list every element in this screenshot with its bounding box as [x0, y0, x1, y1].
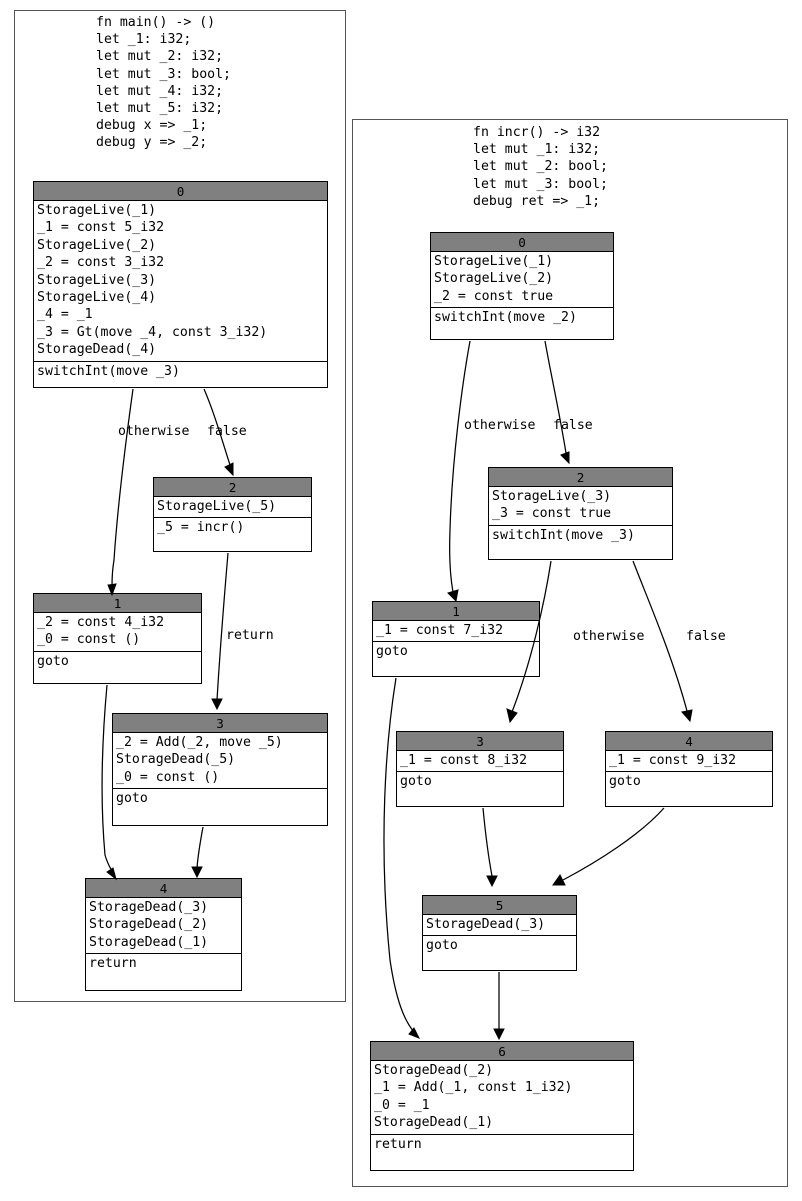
- edge-main-1-4: [101, 684, 113, 872]
- block-incr-3-statements: _1 = const 8_i32: [400, 753, 528, 768]
- arrowhead-incr-2-3: [506, 708, 518, 724]
- arrowhead-main-2-3: [211, 698, 223, 711]
- block-main-4[interactable]: 4 StorageDead(_3) StorageDead(_2) Storag…: [85, 878, 242, 991]
- block-incr-4[interactable]: 4 _1 = const 9_i32 goto: [605, 731, 773, 807]
- block-main-0[interactable]: 0 StorageLive(_1) _1 = const 5_i32 Stora…: [33, 181, 328, 388]
- block-main-2[interactable]: 2 StorageLive(_5) _5 = incr(): [153, 477, 312, 552]
- block-incr-0[interactable]: 0 StorageLive(_1) StorageLive(_2) _2 = c…: [430, 232, 614, 340]
- block-main-0-label: 0: [34, 182, 327, 201]
- block-main-0-statements: StorageLive(_1) _1 = const 5_i32 Storage…: [37, 203, 268, 358]
- fn-main-signature: fn main() -> () let _1: i32; let mut _2:…: [96, 15, 231, 151]
- block-incr-2-statements: StorageLive(_3) _3 = const true: [492, 489, 612, 522]
- block-main-3-label: 3: [113, 714, 327, 733]
- arrowhead-main-0-2: [224, 462, 234, 477]
- block-main-3-terminator: goto: [113, 788, 327, 809]
- block-main-2-terminator: _5 = incr(): [154, 517, 311, 538]
- fn-incr-signature: fn incr() -> i32 let mut _1: i32; let mu…: [473, 125, 608, 209]
- block-incr-6-terminator: return: [371, 1133, 633, 1155]
- edge-label-main-otherwise: otherwise: [118, 424, 190, 439]
- edge-incr-3-5: [482, 807, 493, 877]
- edge-label-incr-otherwise-1: otherwise: [464, 418, 536, 433]
- block-main-0-terminator: switchInt(move _3): [34, 360, 327, 382]
- block-incr-2-label: 2: [489, 468, 672, 487]
- block-main-1-label: 1: [34, 594, 201, 613]
- arrowhead-main-0-1: [107, 583, 117, 597]
- block-main-4-label: 4: [86, 879, 241, 898]
- edge-main-0-2: [203, 388, 231, 466]
- block-incr-3-label: 3: [397, 732, 563, 751]
- edge-incr-4-5: [562, 807, 665, 881]
- edge-main-3-4: [196, 826, 204, 869]
- block-main-1-statements: _2 = const 4_i32 _0 = const (): [37, 615, 165, 648]
- arrowhead-incr-1-6: [408, 1027, 421, 1039]
- edge-label-main-false: false: [207, 424, 247, 439]
- block-incr-6-statements: StorageDead(_2) _1 = Add(_1, const 1_i32…: [374, 1063, 573, 1131]
- block-incr-6[interactable]: 6 StorageDead(_2) _1 = Add(_1, const 1_i…: [370, 1041, 634, 1171]
- block-incr-5-statements: StorageDead(_3): [426, 917, 546, 932]
- edge-label-incr-otherwise-2: otherwise: [573, 629, 645, 644]
- block-incr-0-terminator: switchInt(move _2): [431, 307, 613, 328]
- block-main-4-terminator: return: [86, 953, 241, 974]
- arrowhead-incr-3-5: [486, 875, 498, 888]
- block-incr-5[interactable]: 5 StorageDead(_3) goto: [422, 895, 577, 971]
- block-incr-1-label: 1: [373, 602, 539, 621]
- block-incr-5-terminator: goto: [423, 935, 576, 956]
- block-incr-3-terminator: goto: [397, 771, 563, 792]
- block-main-2-statements: StorageLive(_5): [157, 499, 277, 514]
- block-main-2-label: 2: [154, 478, 311, 497]
- block-main-4-statements: StorageDead(_3) StorageDead(_2) StorageD…: [89, 900, 209, 950]
- block-incr-1-terminator: goto: [373, 641, 539, 662]
- block-incr-0-statements: StorageLive(_1) StorageLive(_2) _2 = con…: [434, 254, 554, 304]
- edge-label-main-return: return: [226, 628, 274, 643]
- block-main-1-terminator: goto: [34, 650, 201, 672]
- edge-main-2-3: [216, 552, 229, 701]
- block-main-3[interactable]: 3 _2 = Add(_2, move _5) StorageDead(_5) …: [112, 713, 328, 826]
- block-incr-4-label: 4: [606, 732, 772, 751]
- edge-incr-2-3: [511, 560, 552, 713]
- block-incr-0-label: 0: [431, 233, 613, 252]
- arrowhead-main-1-4: [106, 867, 117, 881]
- block-incr-4-terminator: goto: [606, 771, 772, 792]
- block-incr-2[interactable]: 2 StorageLive(_3) _3 = const true switch…: [488, 467, 673, 560]
- edge-label-incr-false-1: false: [553, 418, 593, 433]
- block-incr-2-terminator: switchInt(move _3): [489, 524, 672, 546]
- cluster-incr: [352, 119, 788, 1187]
- block-incr-5-label: 5: [423, 896, 576, 915]
- edge-label-incr-false-2: false: [686, 629, 726, 644]
- arrowhead-incr-4-5: [552, 874, 566, 886]
- block-main-3-statements: _2 = Add(_2, move _5) StorageDead(_5) _0…: [116, 735, 283, 785]
- arrowhead-incr-5-6: [493, 1028, 505, 1041]
- arrowhead-incr-0-1: [447, 589, 459, 603]
- arrowhead-incr-2-4: [681, 709, 693, 723]
- arrowhead-incr-0-2: [560, 451, 570, 465]
- block-incr-1[interactable]: 1 _1 = const 7_i32 goto: [372, 601, 540, 677]
- edge-main-0-1: [111, 388, 134, 587]
- edge-incr-2-4: [632, 560, 688, 712]
- edge-incr-0-1: [449, 340, 471, 593]
- block-incr-6-label: 6: [371, 1042, 633, 1061]
- cluster-main: [14, 10, 346, 1002]
- edge-incr-1-6: [383, 677, 415, 1033]
- block-incr-1-statements: _1 = const 7_i32: [376, 623, 504, 638]
- block-incr-3[interactable]: 3 _1 = const 8_i32 goto: [396, 731, 564, 807]
- arrowhead-main-3-4: [191, 866, 203, 879]
- edge-incr-0-2: [544, 340, 567, 454]
- block-incr-4-statements: _1 = const 9_i32: [609, 753, 737, 768]
- block-main-1[interactable]: 1 _2 = const 4_i32 _0 = const () goto: [33, 593, 202, 684]
